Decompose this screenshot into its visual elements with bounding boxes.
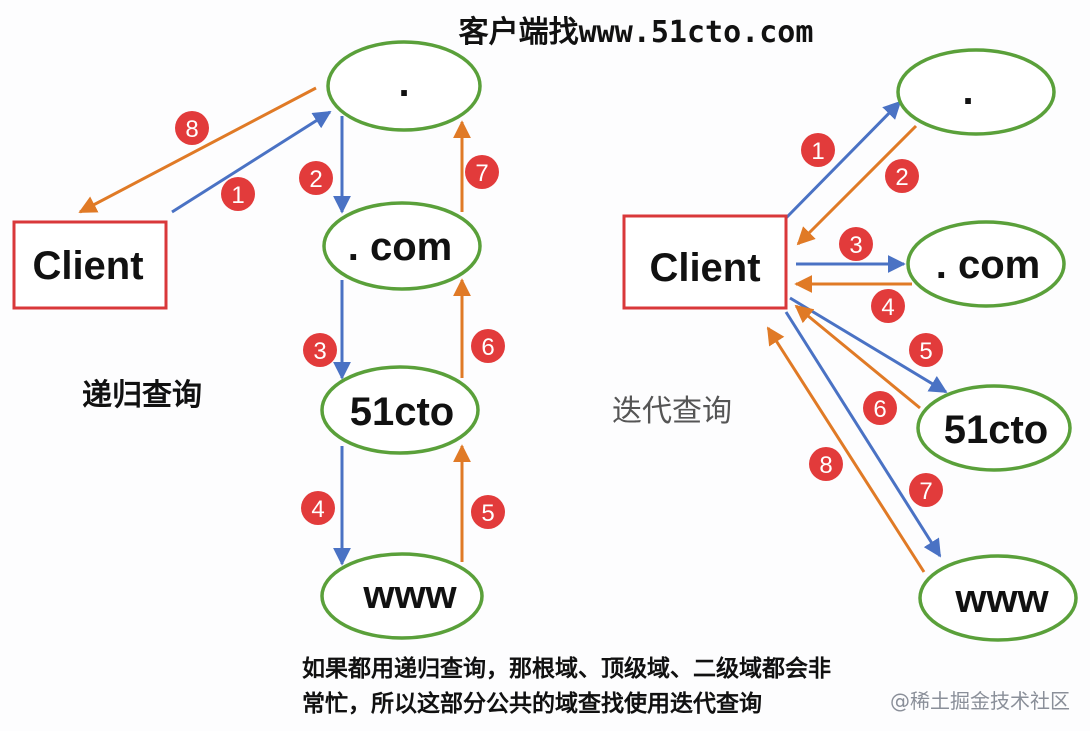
iterative-step-badge-5: 5 [909, 333, 943, 367]
svg-text:8: 8 [819, 452, 832, 479]
recursive-client-box [12, 220, 168, 310]
svg-text:8: 8 [185, 116, 198, 143]
recursive-arrow-8 [78, 86, 317, 214]
iterative-com-label: . com [936, 243, 1040, 287]
recursive-root-node [326, 40, 482, 132]
svg-text:7: 7 [919, 478, 932, 505]
recursive-com-node [322, 201, 482, 291]
recursive-step-badge-3: 3 [303, 333, 337, 367]
diagram-title: 客户端找www.51cto.com [459, 15, 814, 50]
recursive-com-label: . com [348, 225, 452, 269]
recursive-www-node [320, 552, 484, 640]
iterative-com-node [906, 220, 1066, 308]
recursive-step-badge-6: 6 [471, 329, 505, 363]
iterative-step-badge-1: 1 [801, 133, 835, 167]
iterative-step-badge-2: 2 [885, 159, 919, 193]
recursive-client-label: Client [32, 244, 143, 288]
recursive-www-label: www [362, 573, 457, 617]
recursive-diagram: Client . . com 51cto www 8 1 2 7 3 [12, 40, 505, 640]
watermark: @稀土掘金技术社区 [890, 689, 1070, 713]
svg-text:6: 6 [873, 396, 886, 423]
recursive-step-badge-2: 2 [299, 161, 333, 195]
svg-text:3: 3 [313, 338, 326, 365]
iterative-arrow-7 [784, 311, 942, 558]
iterative-www-node [918, 554, 1078, 642]
iterative-www-label: www [954, 577, 1049, 621]
recursive-arrow-1 [171, 110, 332, 214]
svg-text:5: 5 [919, 338, 932, 365]
iterative-arrow-8 [766, 326, 926, 573]
svg-text:2: 2 [895, 164, 908, 191]
svg-text:1: 1 [811, 138, 824, 165]
recursive-step-badge-5: 5 [471, 495, 505, 529]
iterative-arrow-1 [784, 100, 902, 220]
svg-text:2: 2 [309, 166, 322, 193]
iterative-arrow-2 [796, 124, 918, 246]
iterative-client-label: Client [649, 246, 760, 290]
iterative-root-label: . [962, 69, 973, 113]
iterative-step-badge-7: 7 [909, 473, 943, 507]
svg-text:3: 3 [849, 232, 862, 259]
iterative-step-badge-4: 4 [871, 289, 905, 323]
note-line-1: 如果都用递归查询，那根域、顶级域、二级域都会非 [302, 655, 831, 682]
svg-text:6: 6 [481, 334, 494, 361]
iterative-client-box [622, 214, 788, 310]
svg-text:4: 4 [311, 496, 324, 523]
iterative-query-label: 迭代查询 [612, 394, 732, 429]
recursive-51cto-node [320, 365, 480, 455]
recursive-51cto-label: 51cto [350, 390, 455, 434]
svg-text:7: 7 [475, 160, 488, 187]
recursive-step-badge-4: 4 [301, 491, 335, 525]
iterative-step-badge-8: 8 [809, 447, 843, 481]
recursive-step-badge-8: 8 [175, 111, 209, 145]
iterative-arrow-6 [794, 304, 921, 410]
iterative-51cto-label: 51cto [944, 408, 1049, 452]
iterative-root-node [896, 48, 1056, 136]
note-line-2: 常忙，所以这部分公共的域查找使用迭代查询 [302, 690, 762, 717]
recursive-query-label: 递归查询 [82, 378, 202, 413]
svg-text:1: 1 [231, 182, 244, 209]
recursive-root-label: . [398, 61, 409, 105]
iterative-diagram: Client . . com 51cto www 1 2 3 4 5 [612, 48, 1078, 642]
recursive-step-badge-7: 7 [465, 155, 499, 189]
svg-text:4: 4 [881, 294, 894, 321]
iterative-step-badge-3: 3 [839, 227, 873, 261]
svg-text:5: 5 [481, 500, 494, 527]
recursive-step-badge-1: 1 [221, 177, 255, 211]
iterative-51cto-node [916, 384, 1072, 472]
iterative-step-badge-6: 6 [863, 391, 897, 425]
iterative-arrow-5 [789, 296, 948, 394]
